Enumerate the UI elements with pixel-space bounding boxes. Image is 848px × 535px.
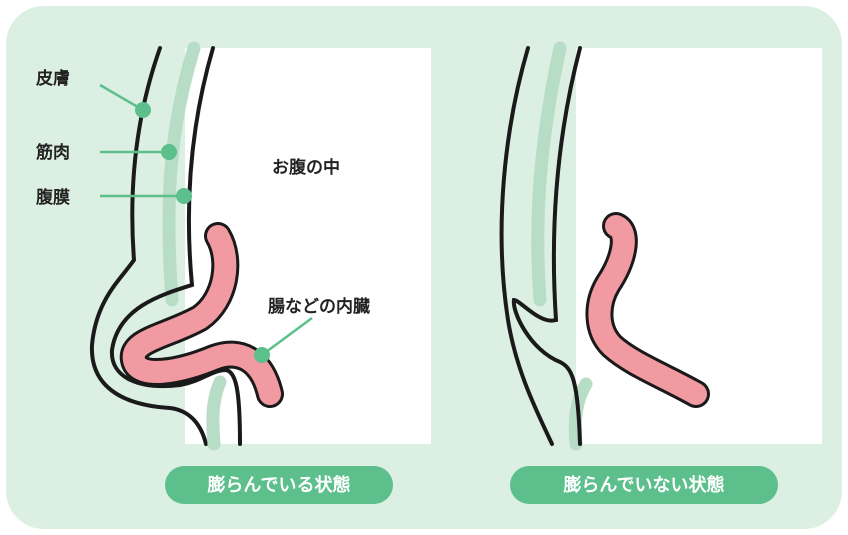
skin-pointer-dot (135, 102, 151, 118)
label-skin: 皮膚 (36, 68, 70, 89)
label-organs: 腸などの内臓 (268, 296, 370, 317)
left-muscle-band-bottom (213, 382, 220, 444)
muscle-pointer-dot (161, 144, 177, 160)
label-peritoneum: 腹膜 (36, 187, 70, 208)
label-muscle: 筋肉 (35, 142, 70, 163)
label-abdomen-inside: お腹の中 (272, 157, 340, 178)
caption-not-bulging: 膨らんでいない状態 (562, 474, 724, 496)
organ-pointer-dot (254, 347, 270, 363)
peritoneum-pointer-dot (176, 188, 192, 204)
caption-bulging: 膨らんでいる状態 (206, 474, 350, 496)
